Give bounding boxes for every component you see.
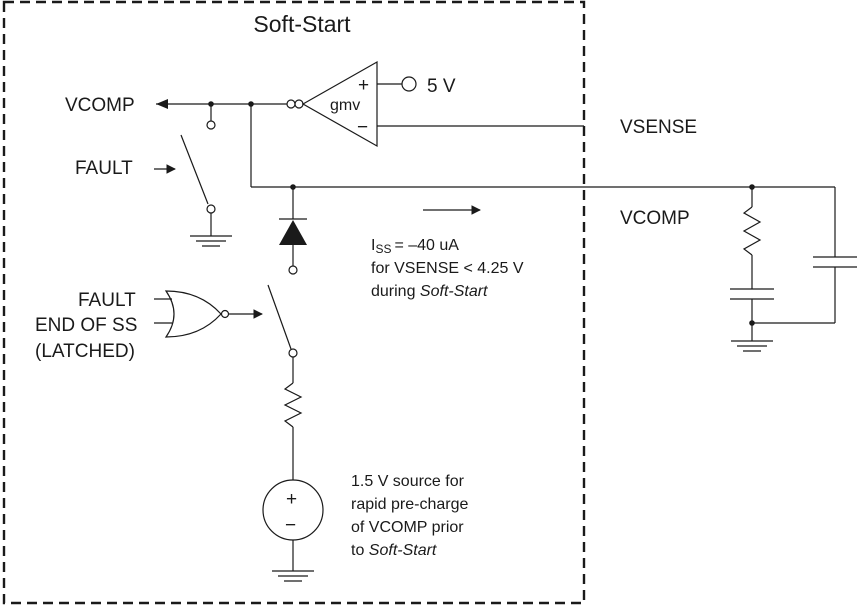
iss-note-line2: for VSENSE < 4.25 V xyxy=(371,260,524,277)
precharge-diode xyxy=(279,187,307,275)
amp-label: gmv xyxy=(330,97,360,114)
iss-note-line1: ISS= –40 uA xyxy=(371,237,459,256)
block-title: Soft-Start xyxy=(253,11,351,37)
vcomp-net xyxy=(250,104,835,190)
fault-switch-label: FAULT xyxy=(75,158,133,179)
precharge-switch xyxy=(267,284,303,480)
nor-gate xyxy=(154,290,263,338)
source-note-line2: rapid pre-charge xyxy=(351,496,469,513)
voltage-source xyxy=(262,479,324,582)
source-note-line4: to Soft-Start xyxy=(351,542,437,559)
nor-input-fault: FAULT xyxy=(78,290,136,311)
iss-note-line3: during Soft-Start xyxy=(371,283,488,300)
source-note-line1: 1.5 V source for xyxy=(351,473,465,490)
soft-start-boundary xyxy=(2,0,586,605)
nor-input-end-ss: END OF SS xyxy=(35,315,137,336)
vcomp-output-label: VCOMP xyxy=(65,95,135,116)
vsense-label: VSENSE xyxy=(620,117,697,138)
source-note-line3: of VCOMP prior xyxy=(351,519,464,536)
amp-plus-sign: + xyxy=(358,75,369,96)
vcomp-external-label: VCOMP xyxy=(620,208,690,229)
compensation-network xyxy=(730,187,857,352)
fault-switch xyxy=(180,104,232,247)
nor-latched-label: (LATCHED) xyxy=(35,341,135,362)
source-plus-sign: + xyxy=(286,489,297,510)
amp-minus-sign: − xyxy=(357,117,368,138)
gmv-amplifier xyxy=(286,60,584,148)
source-minus-sign: − xyxy=(285,515,296,536)
supply-label: 5 V xyxy=(427,76,456,97)
vcomp-output-line xyxy=(156,99,287,109)
